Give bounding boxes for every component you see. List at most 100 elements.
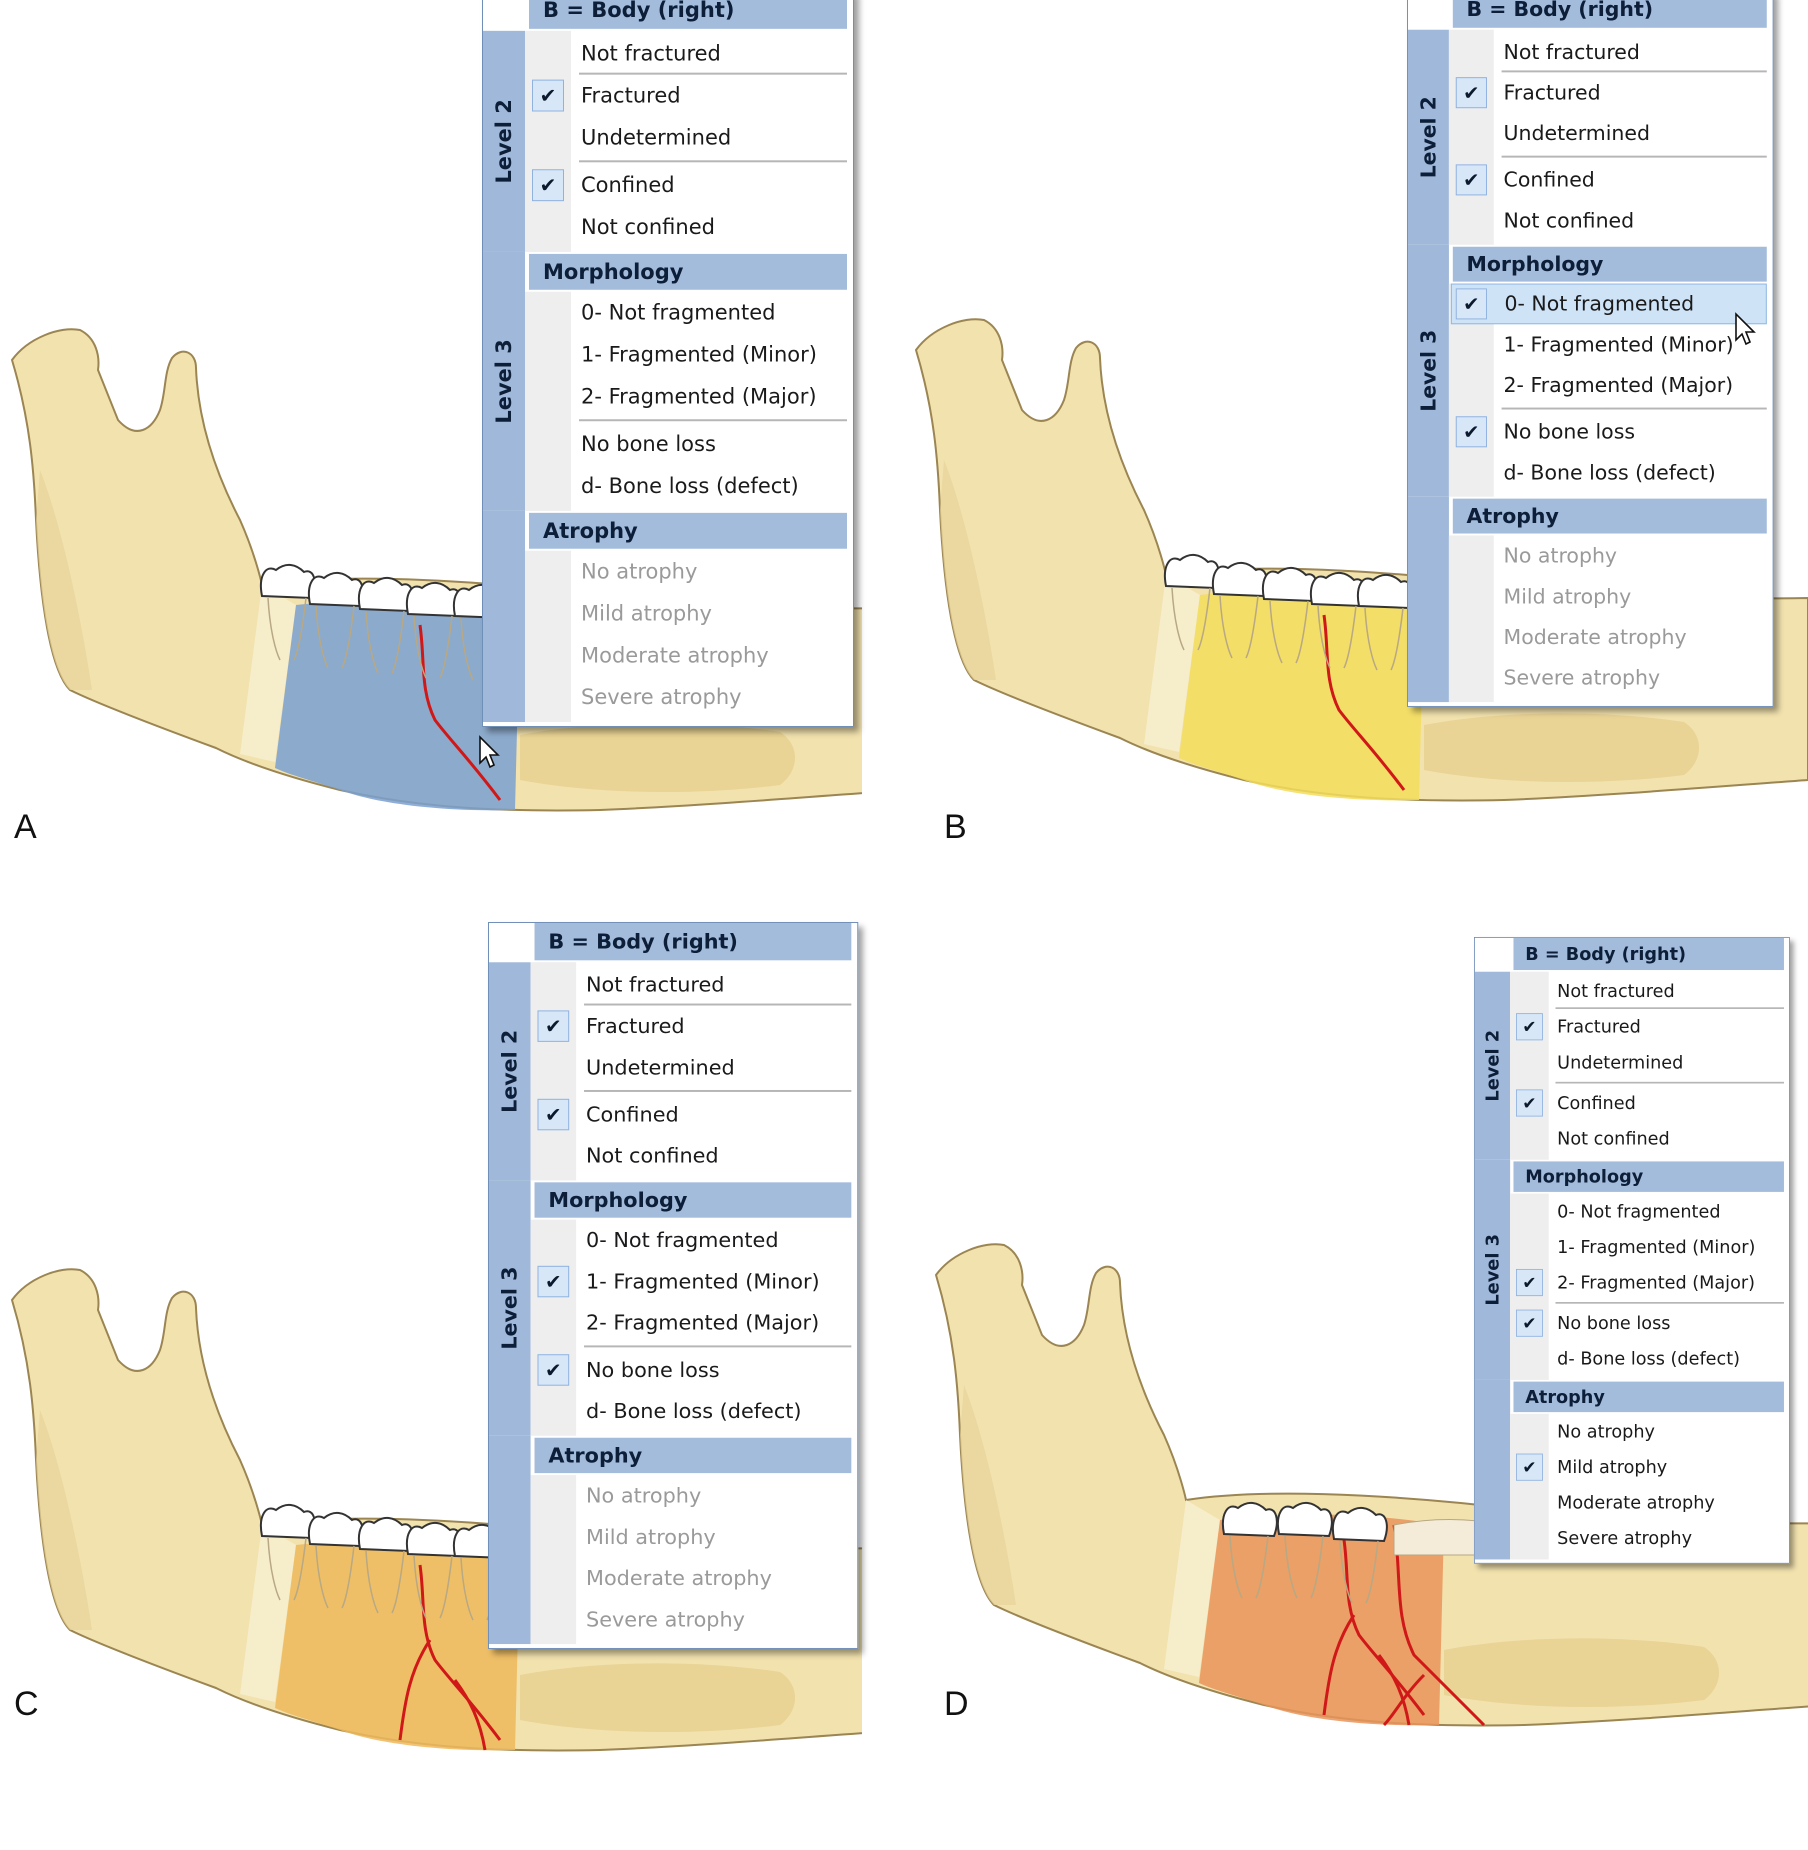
menu-item-mild-atrophy: Mild atrophy [586,1525,716,1549]
icon-gutter [1448,535,1494,703]
menu-item-fractured[interactable]: Fractured [1503,81,1601,105]
menu-item-confined[interactable]: Confined [581,173,675,198]
menu-separator [1501,70,1767,73]
menu-item-d-bone-loss-defect-[interactable]: d- Bone loss (defect) [1557,1348,1741,1369]
level2-side-label: Level 2 [483,30,525,252]
menu-item-not-fractured[interactable]: Not fractured [581,41,721,66]
check-icon: ✔ [532,79,564,112]
check-icon: ✔ [532,169,564,202]
menu-item-not-confined[interactable]: Not confined [1503,208,1635,233]
menu-item-d-bone-loss-defect-[interactable]: d- Bone loss (defect) [1503,460,1716,485]
menu-item-moderate-atrophy: Moderate atrophy [1503,625,1687,649]
menu-item-1-fragmented-minor-[interactable]: 1- Fragmented (Minor) [1557,1236,1756,1258]
menu-item-moderate-atrophy[interactable]: Moderate atrophy [1557,1492,1715,1513]
menu-item-no-atrophy: No atrophy [1503,544,1618,568]
level3-side-label: Level 3 [1474,1159,1511,1380]
level2-side-label: Level 2 [1474,971,1511,1160]
menu-item-not-fractured[interactable]: Not fractured [586,973,725,997]
level3-label: Level 3 [492,339,516,424]
menu-item-severe-atrophy: Severe atrophy [1503,666,1661,690]
fracture-line [418,624,502,801]
fracture-line [1322,614,1406,791]
menu-item-0-not-fragmented[interactable]: 0- Not fragmented [1450,283,1767,325]
level2-side-label: Level 2 [488,962,531,1181]
menu-item-0-not-fragmented[interactable]: 0- Not fragmented [586,1228,779,1253]
menu-item-no-bone-loss[interactable]: No bone loss [581,432,716,457]
menu-item-confined[interactable]: Confined [1503,168,1595,192]
menu-item-no-atrophy[interactable]: No atrophy [1557,1421,1655,1442]
check-icon: ✔ [1455,416,1487,448]
menu-item-severe-atrophy: Severe atrophy [581,685,742,710]
menu-item-0-not-fragmented[interactable]: 0- Not fragmented [581,300,776,325]
menu-item-fractured[interactable]: Fractured [1557,1016,1641,1037]
fracture-region [275,599,520,811]
menu-item-d-bone-loss-defect-[interactable]: d- Bone loss (defect) [581,474,799,498]
menu-item-undetermined[interactable]: Undetermined [586,1055,735,1080]
menu-item-not-confined[interactable]: Not confined [581,215,715,239]
menu-item-1-fragmented-minor-[interactable]: 1- Fragmented (Minor) [581,342,817,367]
menu-item-fractured[interactable]: Fractured [581,83,681,108]
menu-separator [584,1345,852,1348]
fracture-line [1342,1539,1426,1716]
fracture-region [1179,589,1424,801]
check-icon: ✔ [1516,1453,1543,1481]
menu-item-fractured[interactable]: Fractured [586,1014,685,1038]
level2-label: Level 2 [1416,96,1441,179]
atrophy-side-bar [1474,1379,1511,1560]
menu-item-undetermined[interactable]: Undetermined [1557,1052,1684,1073]
mandible-illustration [934,1243,1808,1727]
menu-separator [1555,1007,1784,1009]
menu-item-severe-atrophy[interactable]: Severe atrophy [1557,1528,1693,1549]
level3-side-label: Level 3 [483,251,525,511]
menu-separator [1555,1302,1784,1304]
menu-separator [579,160,847,163]
panel-label: B [944,808,967,846]
menu-item-moderate-atrophy: Moderate atrophy [581,643,769,668]
menu-item-moderate-atrophy: Moderate atrophy [586,1566,772,1591]
menu-item-2-fragmented-major-[interactable]: 2- Fragmented (Major) [581,384,817,409]
menu-item-not-confined[interactable]: Not confined [1557,1128,1670,1149]
menu-item-no-bone-loss[interactable]: No bone loss [1557,1313,1671,1334]
menu-item-0-not-fragmented[interactable]: 0- Not fragmented [1557,1201,1721,1222]
level2-label: Level 2 [497,1029,522,1113]
menu-item-no-bone-loss[interactable]: No bone loss [586,1358,720,1382]
menu-item-not-confined[interactable]: Not confined [586,1144,719,1168]
level3-side-label: Level 3 [488,1180,531,1436]
menu-item-undetermined[interactable]: Undetermined [1503,121,1650,146]
menu-item-1-fragmented-minor-[interactable]: 1- Fragmented (Minor) [1503,332,1734,357]
menu-item-d-bone-loss-defect-[interactable]: d- Bone loss (defect) [586,1399,802,1424]
panel-label: A [14,808,37,846]
menu-item-no-bone-loss[interactable]: No bone loss [1503,420,1636,444]
check-icon: ✔ [1516,1013,1543,1041]
level2-label: Level 2 [1482,1029,1503,1102]
menu-item-1-fragmented-minor-[interactable]: 1- Fragmented (Minor) [586,1269,820,1294]
menu-separator [579,72,847,75]
atrophy-header: Atrophy [1452,498,1767,534]
menu-item-2-fragmented-major-[interactable]: 2- Fragmented (Major) [586,1311,820,1335]
menu-item-confined[interactable]: Confined [586,1102,679,1127]
atrophy-header: Atrophy [529,512,847,549]
menu-item-undetermined[interactable]: Undetermined [581,125,732,150]
icon-gutter [1510,971,1549,1160]
menu-item-confined[interactable]: Confined [1557,1092,1636,1114]
icon-gutter [1510,1413,1549,1560]
check-icon: ✔ [537,1265,570,1298]
menu-item-not-fractured[interactable]: Not fractured [1557,981,1675,1002]
menu-item-not-fractured[interactable]: Not fractured [1503,40,1640,64]
menu-separator [584,1089,852,1092]
tooth [260,564,316,600]
menu-item-2-fragmented-major-[interactable]: 2- Fragmented (Major) [1557,1272,1756,1293]
mouse-pointer-icon [1735,312,1756,346]
menu-separator [579,419,847,422]
check-icon: ✔ [1455,164,1487,196]
tooth [1332,1507,1388,1543]
menu-item-mild-atrophy[interactable]: Mild atrophy [1557,1456,1668,1478]
menu-item-2-fragmented-major-[interactable]: 2- Fragmented (Major) [1503,373,1734,397]
tooth [260,1504,316,1540]
